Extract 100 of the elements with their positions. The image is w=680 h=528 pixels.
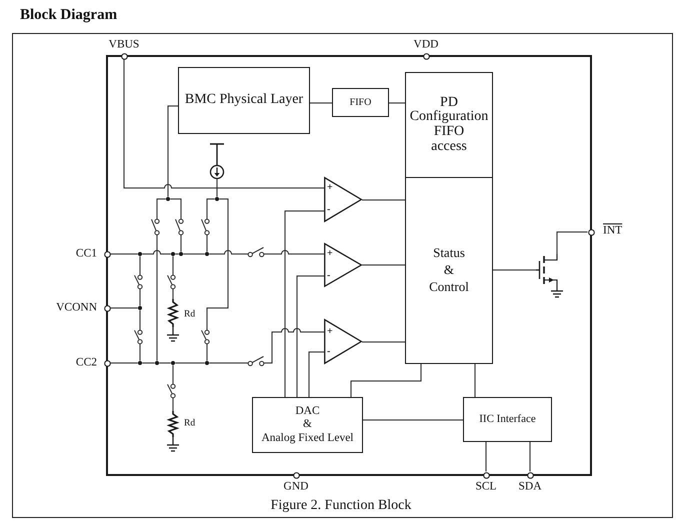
function-block bbox=[178, 67, 310, 134]
wire bbox=[168, 106, 178, 198]
comparator-symbol bbox=[324, 319, 362, 364]
pin-circle-icon bbox=[526, 472, 534, 478]
wire bbox=[308, 352, 324, 398]
switch-icon bbox=[134, 330, 143, 344]
function-block bbox=[332, 88, 389, 117]
wire bbox=[170, 198, 182, 220]
polarity-sign: + bbox=[327, 248, 333, 260]
wire bbox=[206, 198, 216, 220]
pin-circle-icon bbox=[482, 472, 490, 478]
figure-caption: Figure 2. Function Block bbox=[270, 498, 412, 514]
switch-icon bbox=[201, 330, 210, 344]
switch-icon bbox=[201, 219, 210, 235]
wire bbox=[180, 234, 182, 252]
switch-icon bbox=[134, 275, 143, 289]
polarity-sign: - bbox=[327, 270, 330, 282]
switch-icon bbox=[167, 275, 176, 289]
block-label: Status & Control bbox=[429, 245, 469, 296]
block-label: IIC Interface bbox=[479, 412, 536, 426]
pin-circle-icon bbox=[104, 304, 110, 312]
wire bbox=[206, 344, 208, 362]
polarity-sign: - bbox=[327, 346, 330, 358]
wire bbox=[362, 264, 406, 266]
wire bbox=[208, 250, 248, 254]
switch-icon bbox=[175, 219, 184, 235]
polarity-sign: + bbox=[327, 182, 333, 194]
wire bbox=[156, 234, 158, 362]
switch-icon bbox=[248, 356, 264, 366]
pin-circle-icon bbox=[104, 250, 110, 258]
pin-circle-icon bbox=[422, 52, 430, 60]
wire bbox=[172, 288, 174, 300]
current-source-symbol bbox=[209, 143, 225, 179]
polarity-sign: - bbox=[327, 204, 330, 216]
switch-icon bbox=[167, 384, 176, 398]
wire bbox=[124, 59, 324, 188]
wire bbox=[296, 276, 324, 398]
junction-dot-icon bbox=[178, 252, 184, 256]
junction-dot-icon bbox=[138, 252, 142, 256]
junction-dot-icon bbox=[170, 252, 176, 256]
pin-label: VDD bbox=[414, 38, 438, 52]
pin-circle-icon bbox=[292, 472, 300, 478]
wire bbox=[110, 362, 138, 364]
wire bbox=[310, 102, 332, 104]
wire bbox=[172, 364, 174, 384]
wire bbox=[264, 328, 324, 364]
pin-label: VBUS bbox=[108, 38, 140, 52]
wire bbox=[388, 102, 406, 104]
pin-circle-icon bbox=[120, 52, 128, 60]
block-label: PD Configuration FIFO access bbox=[410, 96, 488, 154]
switch-icon bbox=[151, 219, 160, 235]
comparator-symbol bbox=[324, 243, 362, 287]
wire bbox=[206, 198, 228, 330]
pin-label: SCL bbox=[475, 480, 497, 494]
function-block bbox=[463, 397, 552, 442]
junction-dot-icon bbox=[138, 360, 142, 366]
wire bbox=[264, 250, 324, 254]
pin-label: CC2 bbox=[76, 356, 97, 370]
resistor-symbol bbox=[167, 299, 179, 327]
wire bbox=[350, 364, 422, 398]
wire bbox=[172, 398, 174, 412]
wire bbox=[172, 256, 174, 276]
junction-dot-icon bbox=[166, 196, 170, 202]
function-block bbox=[405, 72, 493, 178]
pin-circle-icon bbox=[588, 228, 594, 236]
wire bbox=[556, 232, 588, 254]
function-block bbox=[252, 397, 363, 453]
switch-icon bbox=[248, 246, 264, 256]
junction-dot-icon bbox=[154, 360, 160, 366]
junction-dot-icon bbox=[204, 360, 210, 366]
block-label: DAC & Analog Fixed Level bbox=[262, 405, 354, 445]
component-label: Rd bbox=[184, 310, 196, 320]
pin-label: VCONN bbox=[56, 301, 97, 315]
block-label: FIFO bbox=[350, 96, 372, 108]
pin-label: SDA bbox=[518, 480, 542, 494]
wire bbox=[142, 250, 172, 254]
wire bbox=[206, 234, 208, 252]
wire bbox=[142, 362, 156, 364]
junction-dot-icon bbox=[204, 252, 210, 256]
component-label: Rd bbox=[184, 418, 196, 430]
junction-dot-icon bbox=[138, 306, 142, 310]
pin-label: INT bbox=[603, 224, 622, 238]
function-block bbox=[405, 177, 493, 364]
pin-label: CC1 bbox=[76, 247, 97, 261]
pin-circle-icon bbox=[104, 360, 110, 366]
wire bbox=[208, 362, 248, 364]
pin-label: GND bbox=[284, 480, 308, 494]
wire bbox=[284, 210, 324, 398]
diagram-title: Block Diagram bbox=[20, 7, 118, 24]
block-label: BMC Physical Layer bbox=[184, 92, 304, 109]
wire bbox=[474, 364, 476, 398]
transistor-symbol bbox=[536, 254, 564, 300]
polarity-sign: + bbox=[327, 326, 333, 338]
wire bbox=[156, 198, 166, 220]
junction-dot-icon bbox=[170, 360, 176, 366]
wire bbox=[216, 178, 218, 198]
wire bbox=[158, 362, 172, 364]
resistor-symbol bbox=[167, 411, 179, 437]
wire bbox=[174, 362, 206, 364]
comparator-symbol bbox=[324, 177, 362, 222]
